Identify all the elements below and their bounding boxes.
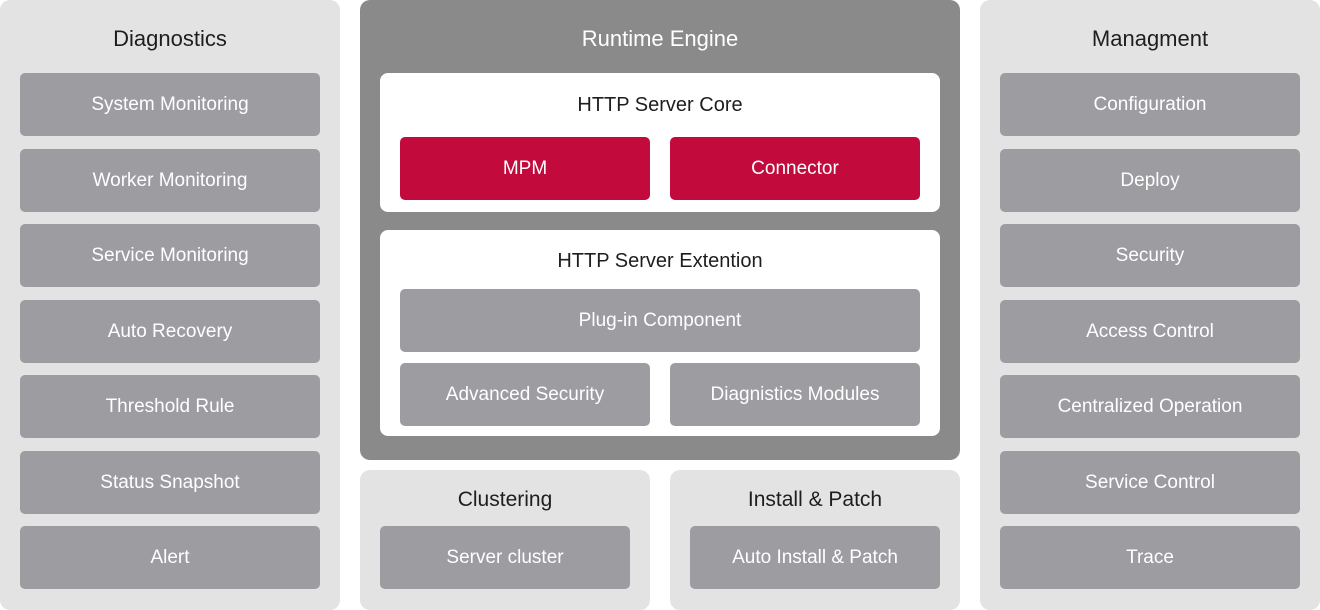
connector-box: Connector (670, 137, 920, 200)
diagnostics-item: Threshold Rule (20, 375, 320, 438)
http-server-extension-card: HTTP Server Extention Plug-in Component … (380, 230, 940, 436)
management-title: Managment (1091, 26, 1209, 51)
management-item: Deploy (1000, 149, 1300, 212)
mpm-box: MPM (400, 137, 650, 200)
http-server-core-title: HTTP Server Core (577, 94, 743, 116)
install-patch-title: Install & Patch (747, 488, 883, 511)
diagnostics-item: Auto Recovery (20, 300, 320, 363)
diagnostics-item: Alert (20, 526, 320, 589)
management-item: Trace (1000, 526, 1300, 589)
http-server-core-card: HTTP Server Core MPM Connector (380, 73, 940, 212)
management-item: Service Control (1000, 451, 1300, 514)
management-panel: Managment Configuration Deploy Security … (980, 0, 1320, 610)
plugin-component-box: Plug-in Component (400, 289, 920, 352)
management-item: Configuration (1000, 73, 1300, 136)
management-item: Access Control (1000, 300, 1300, 363)
diagnostics-item: Service Monitoring (20, 224, 320, 287)
diagnostics-title: Diagnostics (113, 26, 227, 51)
install-patch-panel: Install & Patch Auto Install & Patch (670, 470, 960, 610)
advanced-security-box: Advanced Security (400, 363, 650, 426)
diagnostics-item: Status Snapshot (20, 451, 320, 514)
runtime-engine-title: Runtime Engine (581, 26, 739, 51)
diagnostics-item: System Monitoring (20, 73, 320, 136)
diagnostics-modules-box: Diagnistics Modules (670, 363, 920, 426)
management-item: Security (1000, 224, 1300, 287)
management-item: Centralized Operation (1000, 375, 1300, 438)
runtime-engine-panel: Runtime Engine HTTP Server Core MPM Conn… (360, 0, 960, 460)
server-cluster-box: Server cluster (380, 526, 630, 589)
diagnostics-panel: Diagnostics System Monitoring Worker Mon… (0, 0, 340, 610)
http-server-extension-title: HTTP Server Extention (557, 250, 763, 272)
clustering-title: Clustering (457, 488, 553, 511)
diagnostics-item: Worker Monitoring (20, 149, 320, 212)
clustering-panel: Clustering Server cluster (360, 470, 650, 610)
auto-install-patch-box: Auto Install & Patch (690, 526, 940, 589)
